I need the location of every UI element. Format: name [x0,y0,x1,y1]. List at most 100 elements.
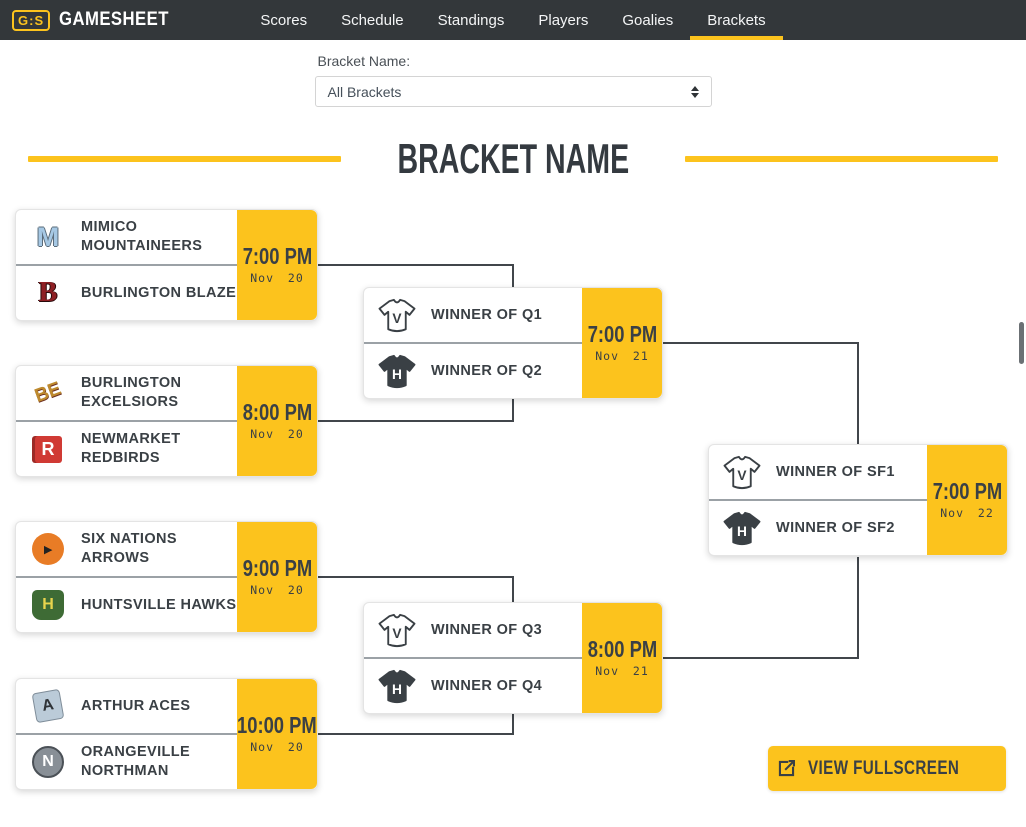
match-teams: V WINNER OF SF1 H WINNER OF SF2 [709,445,927,555]
visitor-jersey-icon: V [723,455,761,489]
newmarket-redbirds-logo: R [29,430,67,468]
team-row: M MIMICO MOUNTAINEERS [16,210,237,264]
match-teams: BE BURLINGTON EXCELSIORS R NEWMARKET RED… [16,366,237,476]
match-sf2[interactable]: V WINNER OF Q3 H WINNER OF Q4 8:00 PM No… [363,602,663,714]
team-row: H HUNTSVILLE HAWKS [16,578,237,632]
winner-slot-label: WINNER OF SF1 [776,463,895,480]
bracket-area: M MIMICO MOUNTAINEERS B BURLINGTON BLAZE… [0,194,1026,814]
match-date: Nov 20 [250,583,304,597]
match-date: Nov 20 [250,740,304,754]
team-row: V WINNER OF Q3 [364,603,582,657]
team-row: R NEWMARKET REDBIRDS [16,422,237,476]
team-row: N ORANGEVILLE NORTHMAN [16,735,237,789]
team-row: H WINNER OF Q4 [364,659,582,713]
team-row: B BURLINGTON BLAZE [16,266,237,320]
match-time: 7:00 PM [932,478,1002,504]
visitor-jersey-icon: V [378,298,416,332]
match-date: Nov 20 [250,271,304,285]
title-rule-left [28,156,341,162]
match-time: 8:00 PM [242,399,312,425]
match-q1[interactable]: M MIMICO MOUNTAINEERS B BURLINGTON BLAZE… [15,209,318,321]
team-divider [16,576,237,578]
match-teams: A ARTHUR ACES N ORANGEVILLE NORTHMAN [16,679,237,789]
title-rule-right [685,156,998,162]
team-row: BE BURLINGTON EXCELSIORS [16,366,237,420]
team-divider [709,499,927,501]
match-date: Nov 21 [595,349,649,363]
team-divider [364,657,582,659]
bracket-select[interactable]: All Brackets [314,76,712,107]
home-jersey-icon: H [378,669,416,703]
svg-text:V: V [737,468,747,483]
match-date: Nov 21 [595,664,649,678]
mimico-mountaineers-logo: M [29,218,67,256]
match-teams: V WINNER OF Q1 H WINNER OF Q2 [364,288,582,398]
nav-item-goalies[interactable]: Goalies [622,11,674,29]
burlington-blaze-logo: B [29,274,67,312]
top-navbar: G:S GAMESHEET Scores Schedule Standings … [0,0,1026,40]
match-q2[interactable]: BE BURLINGTON EXCELSIORS R NEWMARKET RED… [15,365,318,477]
select-updown-icon [690,85,699,98]
bracket-connector-lines [318,264,859,735]
logo-letter: H [32,590,64,620]
bracket-title-row: BRACKET NAME [0,138,1026,180]
nav-item-players[interactable]: Players [538,11,589,29]
winner-slot-label: WINNER OF Q3 [431,621,543,638]
svg-text:V: V [392,626,402,641]
winner-slot-label: WINNER OF SF2 [776,519,895,536]
nav-item-scores[interactable]: Scores [260,11,308,29]
match-date: Nov 20 [250,427,304,441]
match-q4[interactable]: A ARTHUR ACES N ORANGEVILLE NORTHMAN 10:… [15,678,318,790]
team-name: BURLINGTON EXCELSIORS [81,375,182,410]
team-row: H WINNER OF SF2 [709,501,927,555]
team-name: BURLINGTON BLAZE [81,284,237,301]
team-row: A ARTHUR ACES [16,679,237,733]
svg-text:H: H [392,682,402,697]
match-time-box: 8:00 PM Nov 20 [237,366,317,476]
match-time: 7:00 PM [242,243,312,269]
orangeville-northman-logo: N [29,743,67,781]
view-fullscreen-button[interactable]: VIEW FULLSCREEN [768,746,1006,791]
logo-letter: BE [31,378,64,407]
winner-slot-label: WINNER OF Q4 [431,677,543,694]
match-time: 7:00 PM [587,321,657,347]
open-fullscreen-icon [779,760,796,777]
team-name: ARTHUR ACES [81,697,191,714]
home-jersey-icon: H [378,354,416,388]
match-time-box: 7:00 PM Nov 22 [927,445,1007,555]
team-row: V WINNER OF SF1 [709,445,927,499]
bracket-select-value: All Brackets [327,83,402,100]
match-time: 8:00 PM [587,636,657,662]
match-teams: ▸ SIX NATIONS ARROWS H HUNTSVILLE HAWKS [16,522,237,632]
match-teams: M MIMICO MOUNTAINEERS B BURLINGTON BLAZE [16,210,237,320]
gamesheet-logo[interactable]: G:S GAMESHEET [12,0,184,40]
team-divider [16,733,237,735]
nav-item-brackets[interactable]: Brackets [690,0,783,40]
match-time: 9:00 PM [242,555,312,581]
team-row: H WINNER OF Q2 [364,344,582,398]
match-time-box: 7:00 PM Nov 21 [582,288,662,398]
visitor-jersey-icon: V [378,613,416,647]
team-row: V WINNER OF Q1 [364,288,582,342]
match-date: Nov 22 [940,506,994,520]
team-name: HUNTSVILLE HAWKS [81,596,237,613]
arthur-aces-logo: A [29,687,67,725]
match-final[interactable]: V WINNER OF SF1 H WINNER OF SF2 7:00 PM … [708,444,1008,556]
logo-letter: R [34,435,62,463]
match-time-box: 7:00 PM Nov 20 [237,210,317,320]
scrollbar-thumb[interactable] [1019,322,1024,364]
match-sf1[interactable]: V WINNER OF Q1 H WINNER OF Q2 7:00 PM No… [363,287,663,399]
six-nations-arrows-logo: ▸ [29,530,67,568]
burlington-excelsiors-logo: BE [29,374,67,412]
team-row: ▸ SIX NATIONS ARROWS [16,522,237,576]
team-divider [364,342,582,344]
logo-letter: M [36,221,60,252]
winner-slot-label: WINNER OF Q2 [431,362,543,379]
bracket-name-label: Bracket Name: [317,53,411,69]
match-q3[interactable]: ▸ SIX NATIONS ARROWS H HUNTSVILLE HAWKS … [15,521,318,633]
match-time-box: 10:00 PM Nov 20 [237,679,317,789]
nav-item-schedule[interactable]: Schedule [341,11,404,29]
nav-item-standings[interactable]: Standings [437,11,505,29]
team-name: NEWMARKET REDBIRDS [81,431,181,466]
svg-text:H: H [737,524,747,539]
